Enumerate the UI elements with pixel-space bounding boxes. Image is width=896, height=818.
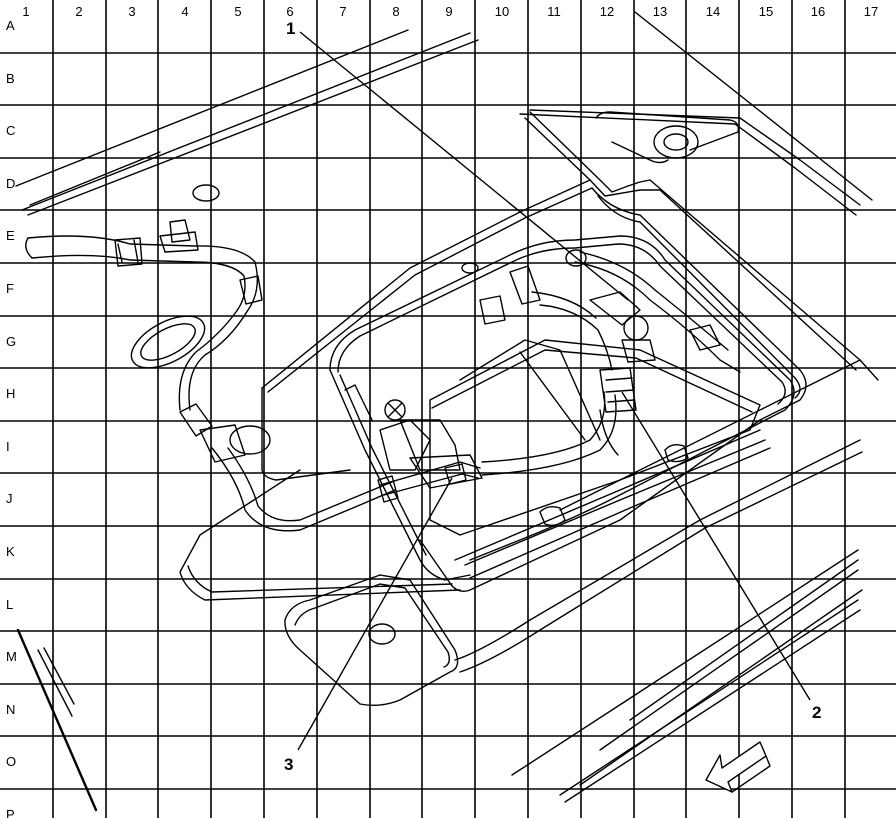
body-hole-upper [192, 184, 220, 202]
grid-row-label: O [6, 754, 16, 769]
callout-labels: 1 2 3 [284, 19, 821, 774]
lower-floor-bracket [284, 359, 863, 707]
battery-terminal-positive [589, 291, 656, 363]
grid-column-label: 17 [864, 4, 878, 19]
grid-row-label: M [6, 649, 17, 664]
grid-column-label: 3 [128, 4, 135, 19]
grid-column-label: 12 [600, 4, 614, 19]
callout-3-leader [297, 477, 453, 751]
grid-column-label: 10 [495, 4, 509, 19]
grid-row-label: J [6, 491, 13, 506]
grid-column-label: 13 [653, 4, 667, 19]
grid-row-label: B [6, 71, 15, 86]
grid-column-label: 1 [22, 4, 29, 19]
callout-2-leader [621, 391, 811, 701]
grid-column-label: 6 [286, 4, 293, 19]
grid-row-label: K [6, 544, 15, 559]
grid-column-label: 8 [392, 4, 399, 19]
grid-row-label: E [6, 228, 15, 243]
callout-lines [297, 31, 811, 751]
grid-row-label: L [6, 597, 13, 612]
grid-row-label: F [6, 281, 14, 296]
callout-3-label: 3 [284, 755, 293, 774]
grid-row-label: D [6, 176, 15, 191]
upper-left-body-seam [15, 29, 479, 216]
callout-1-leader [299, 31, 629, 301]
battery-cable-left-harness [25, 219, 396, 532]
grid-column-label: 5 [234, 4, 241, 19]
battery-terminal-negative [379, 399, 431, 471]
battery-cable-center [377, 391, 617, 503]
grid-column-label: 2 [75, 4, 82, 19]
grid-row-label: I [6, 439, 10, 454]
grid-row-labels: A B C D E F G H I J K L M N O P [6, 18, 17, 818]
grid-column-label: 4 [181, 4, 188, 19]
upper-right-body-seam [519, 11, 873, 216]
lower-right-body-seam [511, 549, 863, 803]
tray-vent-hole [461, 262, 479, 274]
battery-tray-floor-pan [179, 179, 807, 601]
grid-row-label: H [6, 386, 15, 401]
battery-cable-positive [479, 251, 741, 456]
callout-1-label: 1 [286, 19, 295, 38]
callout-2-label: 2 [812, 703, 821, 722]
grid-column-label: 15 [759, 4, 773, 19]
grid-column-label: 11 [547, 4, 561, 19]
tray-bolt-hole [565, 249, 587, 267]
grid-column-label: 14 [706, 4, 720, 19]
vehicle-line-art [15, 11, 879, 812]
grid-column-label: 9 [445, 4, 452, 19]
floor-bracket-right [524, 111, 879, 381]
battery-hold-down-frame [329, 235, 795, 581]
grid-row-label: N [6, 702, 15, 717]
forward-direction-arrow-icon [705, 741, 771, 793]
oval-grommet-left [130, 315, 206, 369]
lower-left-edge [16, 628, 98, 812]
grid-column-label: 16 [811, 4, 825, 19]
grid-row-label: G [6, 334, 16, 349]
grid-row-label: C [6, 123, 15, 138]
grid-row-label: A [6, 18, 15, 33]
grid-column-label: 7 [339, 4, 346, 19]
grid-row-label: P [6, 807, 15, 818]
battery [399, 339, 771, 579]
